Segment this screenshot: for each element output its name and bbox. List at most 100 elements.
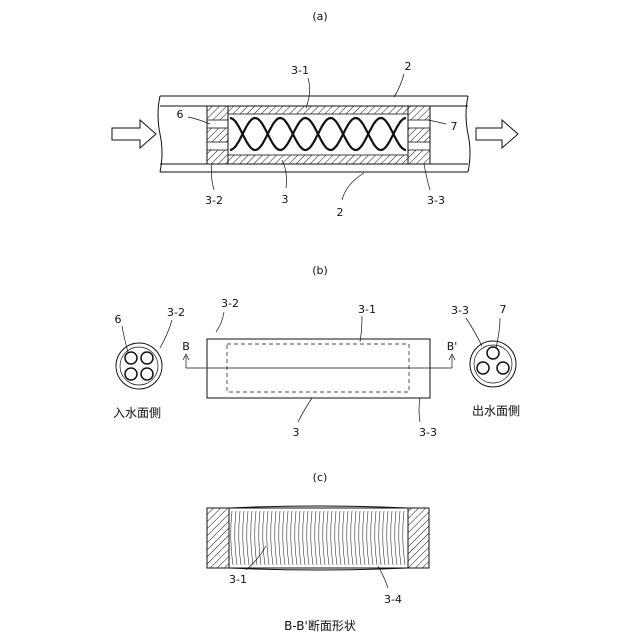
section-fiber-line: [287, 511, 289, 565]
section-fiber-line: [335, 511, 337, 565]
section-fiber-core: [231, 511, 405, 565]
label-b-3-2: 3-2: [221, 297, 239, 310]
end-cap-inlet-hatch-1: [207, 106, 228, 120]
inlet-hole-4: [141, 368, 153, 380]
section-fiber-line: [311, 511, 313, 565]
label-6: 6: [177, 108, 184, 121]
section-fiber-line: [315, 511, 317, 565]
end-cap-outlet-hatch-3: [408, 150, 430, 164]
section-fiber-line: [383, 511, 385, 565]
label-3-3: 3-3: [427, 194, 445, 207]
end-cap-outlet-hatch-2: [408, 128, 430, 142]
body-wall-bottom: [228, 155, 408, 164]
section-fiber-line: [319, 511, 321, 565]
leader-3-1: [306, 78, 310, 108]
label-b-6: 6: [115, 313, 122, 326]
label-2-top: 2: [405, 60, 412, 73]
label-3-2: 3-2: [205, 194, 223, 207]
outlet-hole-1: [487, 347, 499, 359]
label-3-1: 3-1: [291, 64, 309, 77]
section-fiber-line: [355, 511, 357, 565]
section-end-cap-outlet: [408, 508, 429, 568]
section-fiber-line: [367, 511, 369, 565]
leader-b-3-1: [360, 316, 362, 342]
section-fiber-line: [359, 511, 361, 565]
section-fiber-line: [375, 511, 377, 565]
caption-a: (a): [312, 10, 327, 23]
section-fiber-line: [251, 511, 253, 565]
section-fiber-line: [363, 511, 365, 565]
section-fiber-line: [283, 511, 285, 565]
inlet-hole-2: [141, 352, 153, 364]
label-b-7: 7: [500, 303, 507, 316]
section-fiber-line: [351, 511, 353, 565]
section-fiber-line: [299, 511, 301, 565]
section-fiber-line: [403, 511, 405, 565]
end-cap-inlet-hatch-2: [207, 128, 228, 142]
outlet-hole-2: [477, 362, 489, 374]
section-fiber-line: [387, 511, 389, 565]
label-b-B: B: [182, 340, 190, 353]
inlet-hole-1: [125, 352, 137, 364]
inlet-hole-3: [125, 368, 137, 380]
leader-b-3-2: [216, 312, 224, 332]
leader-b-7: [496, 318, 500, 348]
body-wall-top: [228, 106, 408, 114]
inlet-flow-arrow: [112, 120, 156, 148]
leader-b-3-3: [419, 398, 420, 422]
leader-3-3: [424, 164, 430, 190]
section-fiber-line: [347, 511, 349, 565]
leader-b-3-3-circle: [466, 318, 482, 346]
section-fiber-line: [255, 511, 257, 565]
section-fiber-line: [263, 511, 265, 565]
pipe-break-right: [466, 96, 470, 172]
section-fiber-line: [307, 511, 309, 565]
figure-a: 3-1 2 6 7 3-2 3 2 3-3: [112, 60, 518, 219]
section-fiber-line: [243, 511, 245, 565]
end-cap-outlet-hatch-1: [408, 106, 430, 120]
leader-2-top: [394, 74, 404, 97]
section-fiber-line: [399, 511, 401, 565]
label-b-3-2-circle: 3-2: [167, 306, 185, 319]
leader-3-2: [211, 164, 214, 190]
section-fiber-line: [391, 511, 393, 565]
label-3: 3: [282, 193, 289, 206]
section-fiber-line: [247, 511, 249, 565]
section-end-cap-inlet: [207, 508, 229, 568]
end-cap-inlet-hatch-3: [207, 150, 228, 164]
leader-7: [428, 120, 446, 124]
section-fiber-line: [279, 511, 281, 565]
filter-side-view: [207, 339, 430, 398]
section-fiber-line: [327, 511, 329, 565]
label-b-3: 3: [293, 426, 300, 439]
section-fiber-line: [395, 511, 397, 565]
section-fiber-line: [343, 511, 345, 565]
section-fiber-line: [275, 511, 277, 565]
figure-c: 3-1 3-4 B-B'断面形状: [207, 506, 429, 633]
label-b-3-3-circle: 3-3: [451, 304, 469, 317]
section-title: B-B'断面形状: [284, 618, 356, 633]
label-outlet-side: 出水面側: [472, 404, 520, 418]
leader-b-3: [298, 398, 312, 422]
section-fiber-line: [371, 511, 373, 565]
pipe-break-left: [158, 96, 162, 172]
figure-b: 6 3-2 3-2 3-1 B B' 3-3 7 3 3-3 入水面側 出水面側: [113, 297, 520, 439]
section-fiber-line: [303, 511, 305, 565]
label-inlet-side: 入水面側: [113, 406, 161, 420]
section-fiber-line: [295, 511, 297, 565]
label-c-3-1: 3-1: [229, 573, 247, 586]
fiber-wave-2: [230, 118, 406, 150]
label-b-Bprime: B': [447, 340, 458, 353]
section-fiber-line: [331, 511, 333, 565]
leader-2-bottom: [342, 173, 364, 200]
section-fiber-line: [379, 511, 381, 565]
inlet-face-outer: [116, 343, 162, 389]
leader-b-3-2-circle: [160, 320, 172, 348]
section-fiber-line: [271, 511, 273, 565]
outlet-hole-3: [497, 362, 509, 374]
label-c-3-4: 3-4: [384, 593, 402, 606]
section-fiber-line: [339, 511, 341, 565]
section-fiber-line: [267, 511, 269, 565]
label-2-bottom: 2: [337, 206, 344, 219]
